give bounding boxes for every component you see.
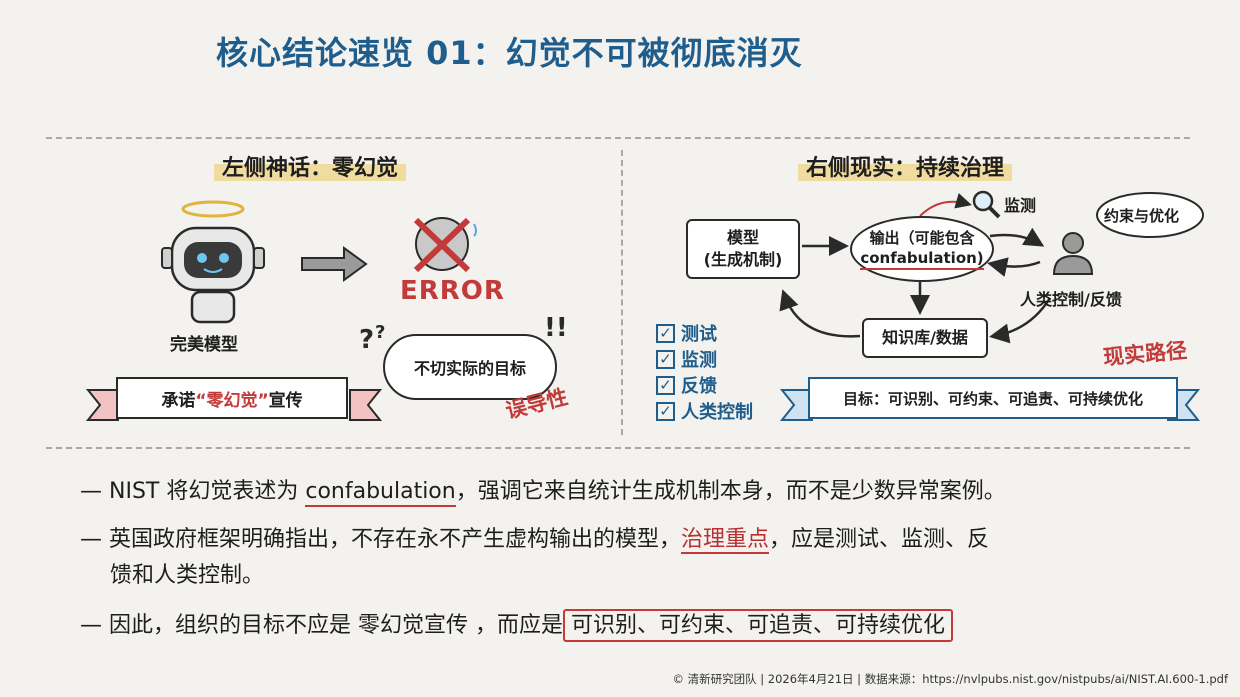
question-marks-icon: ? ? [359,322,385,355]
checklist-item: ✓ 监测 [656,346,753,372]
bullet-2-pre: — 英国政府框架明确指出，不存在永不产生虚构输出的模型， [80,527,681,552]
goal-banner-text: 目标：可识别、可约束、可追责、可持续优化 [842,389,1143,408]
banner-highlight: “零幻觉” [195,390,269,411]
model-box-title: 模型 [726,228,759,248]
reality-path-label: 现实路径 [1102,338,1188,370]
output-oval: 输出（可能包含 confabulation) [850,216,994,282]
confabulation-term: confabulation [305,479,456,507]
svg-text:?: ? [359,325,374,355]
footer-credit: © 清新研究团队 | 2026年4月21日 | 数据来源：https://nvl… [672,672,1228,686]
zero-hallucination-banner: 承诺 “零幻觉” 宣传 [116,377,348,419]
banner-prefix: 承诺 [161,390,196,411]
bullet-1-post: ，强调它来自统计生成机制本身，而不是少数异常案例。 [455,479,1006,504]
checklist-label: 反馈 [681,376,717,397]
flow-arrows [779,193,1052,344]
checklist: ✓ 测试 ✓ 监测 ✓ 反馈 ✓ 人类控制 [656,320,753,424]
ribbon-ends-right [779,389,1201,421]
checklist-label: 测试 [681,324,717,345]
robot-caption: 完美模型 [170,335,238,355]
checklist-item: ✓ 反馈 [656,372,753,398]
unrealistic-goal-cloud: 不切实际的目标 [383,334,557,400]
right-arrow-icon [301,246,368,282]
constrain-label: 约束与优化 [1104,207,1180,225]
bullet-1-pre: — NIST 将幻觉表述为 [80,479,306,504]
bullet-2-continued: 馈和人类控制。 [110,558,264,594]
checklist-item: ✓ 测试 [656,320,753,346]
checkbox-icon: ✓ [656,349,675,369]
error-face-icon [413,217,477,273]
cloud-text: 不切实际的目标 [413,359,526,378]
person-icon [1052,232,1094,275]
error-label: ERROR [400,276,505,306]
bullet-2-post: ，应是测试、监测、反 [769,527,990,552]
top-divider [46,137,1190,139]
bullet-2: — 英国政府框架明确指出，不存在永不产生虚构输出的模型，治理重点，应是测试、监测… [80,522,989,558]
checkbox-icon: ✓ [656,375,675,395]
bullet-2-cont: 馈和人类控制。 [110,563,265,588]
center-divider [621,150,623,435]
page-title: 核心结论速览 01：幻觉不可被彻底消灭 [216,34,803,72]
checkbox-icon: ✓ [656,323,675,343]
bottom-divider [46,447,1190,449]
monitor-label: 监测 [1004,196,1037,215]
constrain-cloud-icon [1096,192,1204,238]
left-heading: 左侧神话：零幻觉 [214,148,407,184]
banner-suffix: 宣传 [268,390,303,411]
goal-highlight: 可识别、可约束、可追责、可持续优化 [562,609,953,642]
goal-banner: 目标：可识别、可约束、可追责、可持续优化 [808,377,1178,419]
exclamation-icon: !! [544,313,568,343]
ribbon-ends-left [85,389,383,421]
human-control-label: 人类控制/反馈 [1020,290,1122,309]
svg-text:?: ? [375,322,385,343]
knowledge-base-box: 知识库/数据 [862,318,988,358]
knowledge-base-label: 知识库/数据 [882,328,968,348]
model-box: 模型 (生成机制) [686,219,800,279]
model-box-subtitle: (生成机制) [703,250,783,269]
magnifier-icon [972,190,1001,219]
checkbox-icon: ✓ [656,401,675,421]
bullet-1: — NIST 将幻觉表述为 confabulation，强调它来自统计生成机制本… [80,474,1006,510]
robot-icon [161,200,265,324]
checklist-label: 监测 [681,350,717,371]
checklist-label: 人类控制 [681,402,753,423]
governance-focus-term: 治理重点 [681,527,770,554]
output-confabulation: confabulation) [860,248,984,271]
svg-text:!!: !! [544,313,568,343]
right-heading: 右侧现实：持续治理 [798,148,1013,184]
bullet-3-pre: — 因此，组织的目标不应是 零幻觉宣传 ，而应是 [80,613,563,638]
output-line1: 输出（可能包含 [869,228,975,247]
checklist-item: ✓ 人类控制 [656,398,753,424]
bullet-3: — 因此，组织的目标不应是 零幻觉宣传 ，而应是可识别、可约束、可追责、可持续优… [80,608,953,644]
